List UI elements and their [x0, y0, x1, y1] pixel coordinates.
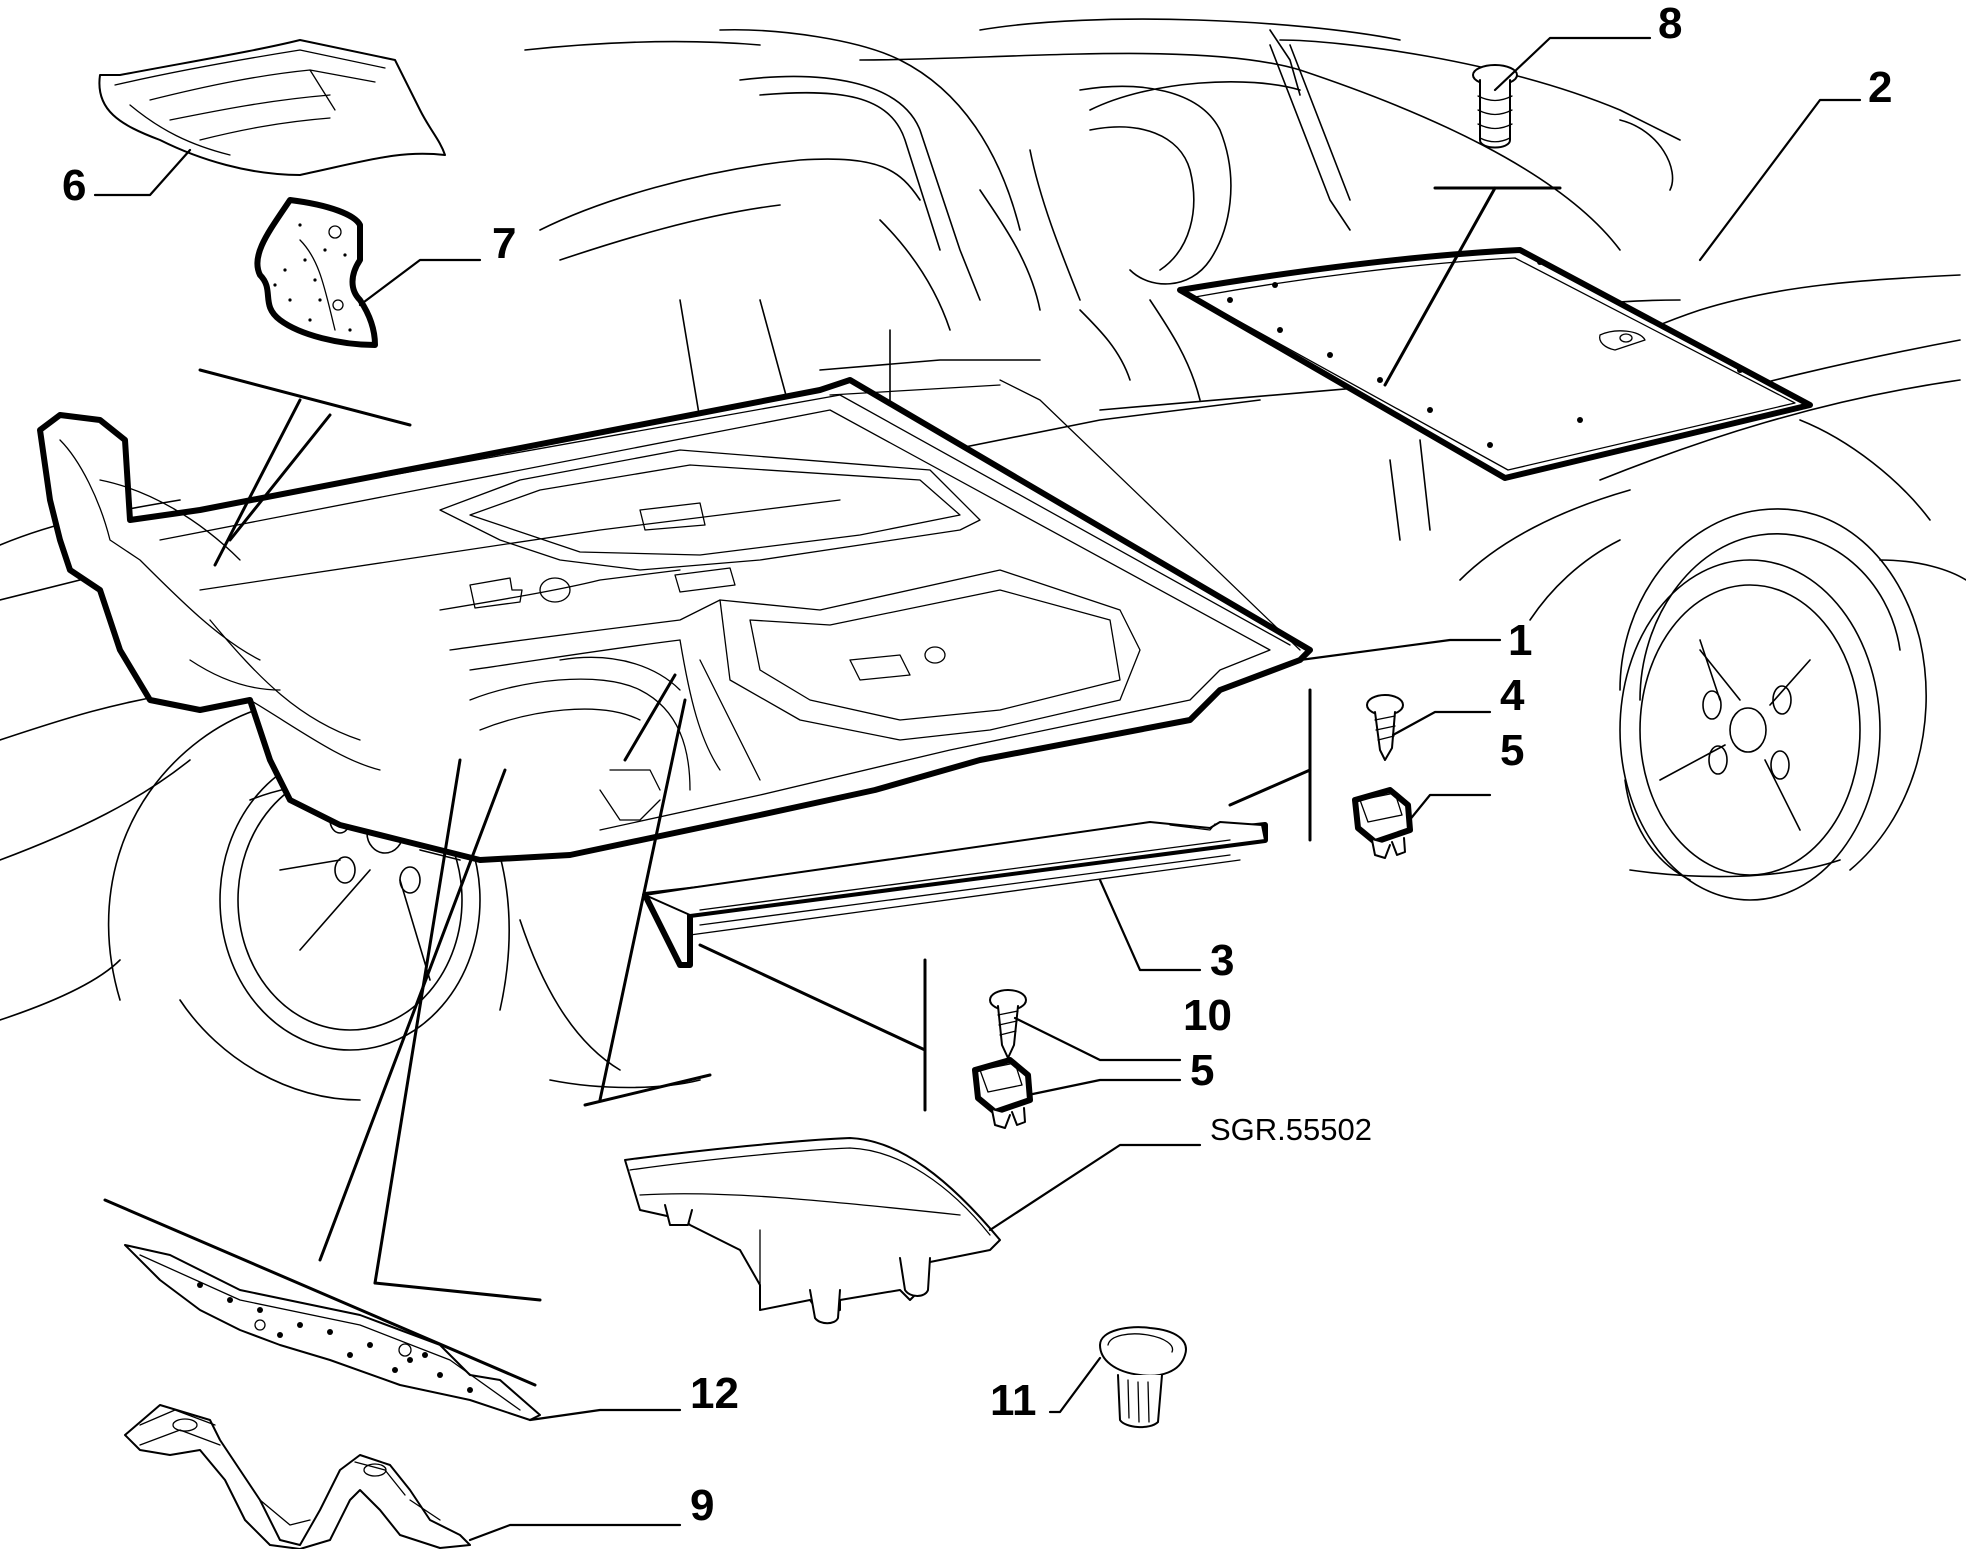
callout-5-lower: 5 — [1190, 1046, 1214, 1095]
part-6-cover — [98, 39, 446, 176]
part-12-reinforcement-plate — [124, 1244, 541, 1421]
callout-leaders — [93, 36, 1862, 1542]
part-8-plug — [1472, 64, 1518, 149]
callout-labels: 1 2 3 4 5 5 6 7 8 9 10 11 12 SGR.55502 — [62, 0, 1892, 1530]
callout-11: 11 — [990, 1376, 1037, 1425]
callout-5-upper: 5 — [1500, 726, 1524, 775]
part-sgr-cover — [624, 1137, 1001, 1325]
drawing-code: SGR.55502 — [1210, 1112, 1372, 1147]
callout-7: 7 — [492, 219, 516, 268]
part-1-floor-tray — [37, 377, 1313, 863]
car-body-outline — [0, 18, 1966, 1101]
callout-12: 12 — [690, 1369, 739, 1418]
callout-8: 8 — [1658, 0, 1682, 48]
part-5-clip-nut-upper — [1352, 787, 1413, 859]
callout-4: 4 — [1500, 671, 1525, 720]
installation-pointers — [103, 186, 1562, 1387]
part-7-insulation-pad — [254, 197, 378, 348]
callout-3: 3 — [1210, 936, 1234, 985]
part-2-rear-floor-panel — [1177, 247, 1813, 481]
part-9-bracket — [124, 1404, 471, 1549]
part-3-sill-strip — [642, 821, 1268, 968]
callout-6: 6 — [62, 161, 86, 210]
part-10-screw — [989, 989, 1027, 1059]
part-5-clip-nut-lower — [972, 1057, 1033, 1129]
callout-2: 2 — [1868, 63, 1892, 112]
callout-1: 1 — [1508, 616, 1532, 665]
part-4-screw — [1366, 694, 1404, 761]
part-11-plug — [1099, 1326, 1187, 1428]
callout-10: 10 — [1183, 991, 1232, 1040]
callout-9: 9 — [690, 1481, 714, 1530]
